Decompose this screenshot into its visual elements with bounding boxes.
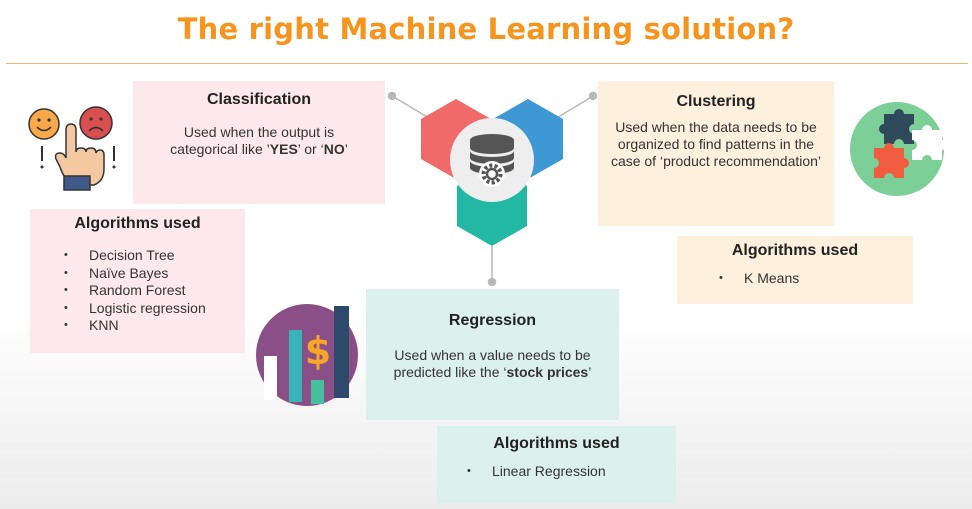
connector-dot-classification: [387, 91, 397, 101]
regression-desc-text-1: Used when a value needs to be predicted …: [393, 347, 591, 380]
title-divider: [6, 63, 968, 64]
classification-desc-text-2: ’ or ‘: [297, 141, 324, 157]
clustering-algorithms-list: K Means: [677, 270, 913, 288]
classification-desc-text-1: Used when the output is categorical like…: [170, 124, 335, 157]
happy-sad-faces-pointing-hand-icon: [28, 106, 116, 191]
connector-dot-clustering: [588, 91, 598, 101]
list-item: KNN: [64, 317, 245, 335]
list-item: Random Forest: [64, 282, 245, 300]
classification-algorithms-card: Algorithms used Decision Tree Naïve Baye…: [30, 209, 245, 353]
list-item: Decision Tree: [64, 247, 245, 265]
dollar-bar-chart-icon: $: [256, 304, 358, 406]
clustering-algorithms-card: Algorithms used K Means: [677, 236, 913, 304]
regression-algorithms-list: Linear Regression: [437, 463, 676, 481]
regression-algorithms-card: Algorithms used Linear Regression: [437, 426, 676, 503]
page-title: The right Machine Learning solution?: [177, 12, 795, 46]
list-item: Logistic regression: [64, 300, 245, 318]
list-item: Naïve Bayes: [64, 265, 245, 283]
connector-dot-regression: [487, 277, 497, 287]
classification-card: Classification Used when the output is c…: [133, 81, 385, 204]
classification-description: Used when the output is categorical like…: [133, 124, 385, 158]
list-item: K Means: [719, 270, 913, 288]
regression-description: Used when a value needs to be predicted …: [366, 347, 619, 381]
classification-algorithms-list: Decision Tree Naïve Bayes Random Forest …: [30, 247, 245, 335]
clustering-description: Used when the data needs to be organized…: [610, 119, 822, 169]
classification-desc-no: NO: [323, 141, 345, 157]
database-gear-icon: [470, 134, 514, 187]
regression-heading: Regression: [448, 312, 537, 329]
regression-algorithms-heading: Algorithms used: [493, 435, 620, 452]
regression-desc-text-2: ’: [588, 364, 592, 380]
list-item: Linear Regression: [467, 463, 676, 481]
classification-desc-text-3: ’: [344, 141, 348, 157]
regression-card: Regression Used when a value needs to be…: [366, 289, 619, 420]
regression-desc-stock-prices: stock prices: [506, 364, 589, 380]
puzzle-pieces-icon: [850, 102, 947, 196]
classification-heading: Classification: [206, 91, 312, 108]
clustering-card: Clustering Used when the data needs to b…: [598, 81, 834, 226]
svg-text:$: $: [305, 329, 331, 373]
clustering-algorithms-heading: Algorithms used: [731, 242, 859, 259]
clustering-heading: Clustering: [676, 93, 756, 110]
classification-algorithms-heading: Algorithms used: [74, 215, 201, 232]
classification-desc-yes: YES: [269, 141, 298, 157]
